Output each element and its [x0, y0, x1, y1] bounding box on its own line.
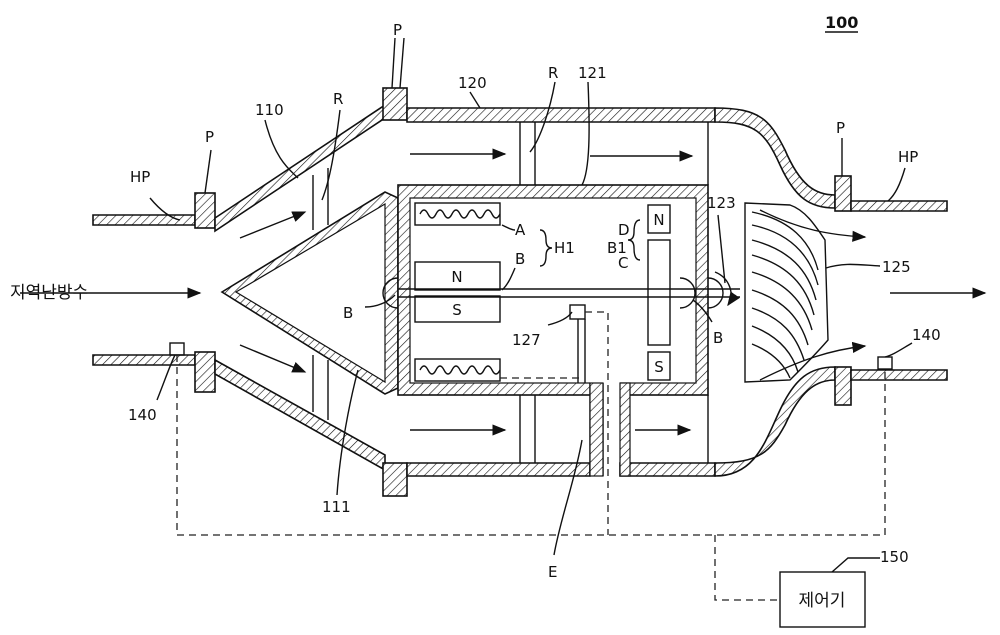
label-121: 121 [578, 64, 607, 82]
disc-n-label: N [653, 211, 664, 229]
label-140-right: 140 [912, 326, 941, 344]
magnet-s-label: S [452, 301, 462, 319]
label-110: 110 [255, 101, 284, 119]
disc-s-label: S [654, 358, 664, 376]
label-127: 127 [512, 331, 541, 349]
label-140-left: 140 [128, 406, 157, 424]
label-111: 111 [322, 498, 351, 516]
controller-label: 제어기 [799, 591, 846, 611]
label-h1: H1 [554, 239, 575, 257]
label-r-left: R [333, 90, 343, 108]
label-p-left: P [205, 128, 214, 146]
label-b-left: B [343, 304, 353, 322]
label-120: 120 [458, 74, 487, 92]
inlet-label: 지역난방수 [10, 283, 88, 303]
label-a: A [515, 221, 526, 239]
label-c: C [618, 254, 628, 272]
label-e: E [548, 563, 557, 581]
label-p-right: P [836, 119, 845, 137]
figure-number: 100 [825, 13, 858, 32]
label-150: 150 [880, 548, 909, 566]
label-r-right: R [548, 64, 558, 82]
label-d: D [618, 221, 630, 239]
label-hp-right: HP [898, 148, 918, 166]
sensor-140-right [878, 357, 892, 369]
inlet-cone [222, 192, 398, 394]
magnet-n-label: N [451, 268, 462, 286]
label-125: 125 [882, 258, 911, 276]
label-hp-left: HP [130, 168, 150, 186]
label-b-inner: B [515, 250, 525, 268]
label-p-top: P [393, 21, 402, 39]
sensor-140-left [170, 343, 184, 355]
label-b-right: B [713, 329, 723, 347]
label-123: 123 [707, 194, 736, 212]
